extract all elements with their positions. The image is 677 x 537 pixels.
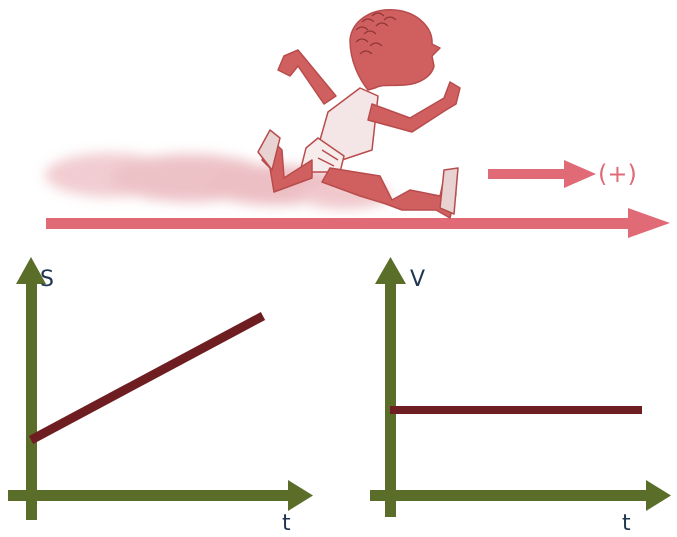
- graph-v-t: V t: [370, 257, 671, 536]
- positive-direction-label: (+): [598, 160, 637, 188]
- running-illustration: (+): [45, 9, 670, 238]
- y-axis-label-v: V: [410, 267, 425, 292]
- x-axis-label-t-right: t: [622, 511, 631, 536]
- s-t-line: [28, 312, 266, 444]
- ground-arrow: [46, 208, 670, 238]
- graph-s-t: S t: [8, 257, 313, 536]
- x-axis-t-right: [370, 480, 671, 511]
- direction-arrow: [488, 160, 596, 188]
- runner-figure: [257, 9, 461, 219]
- x-axis-t: [8, 480, 313, 511]
- y-axis-label-s: S: [40, 267, 54, 292]
- y-axis-s: [16, 257, 46, 520]
- y-axis-v: [375, 257, 406, 517]
- x-axis-label-t-left: t: [282, 511, 291, 536]
